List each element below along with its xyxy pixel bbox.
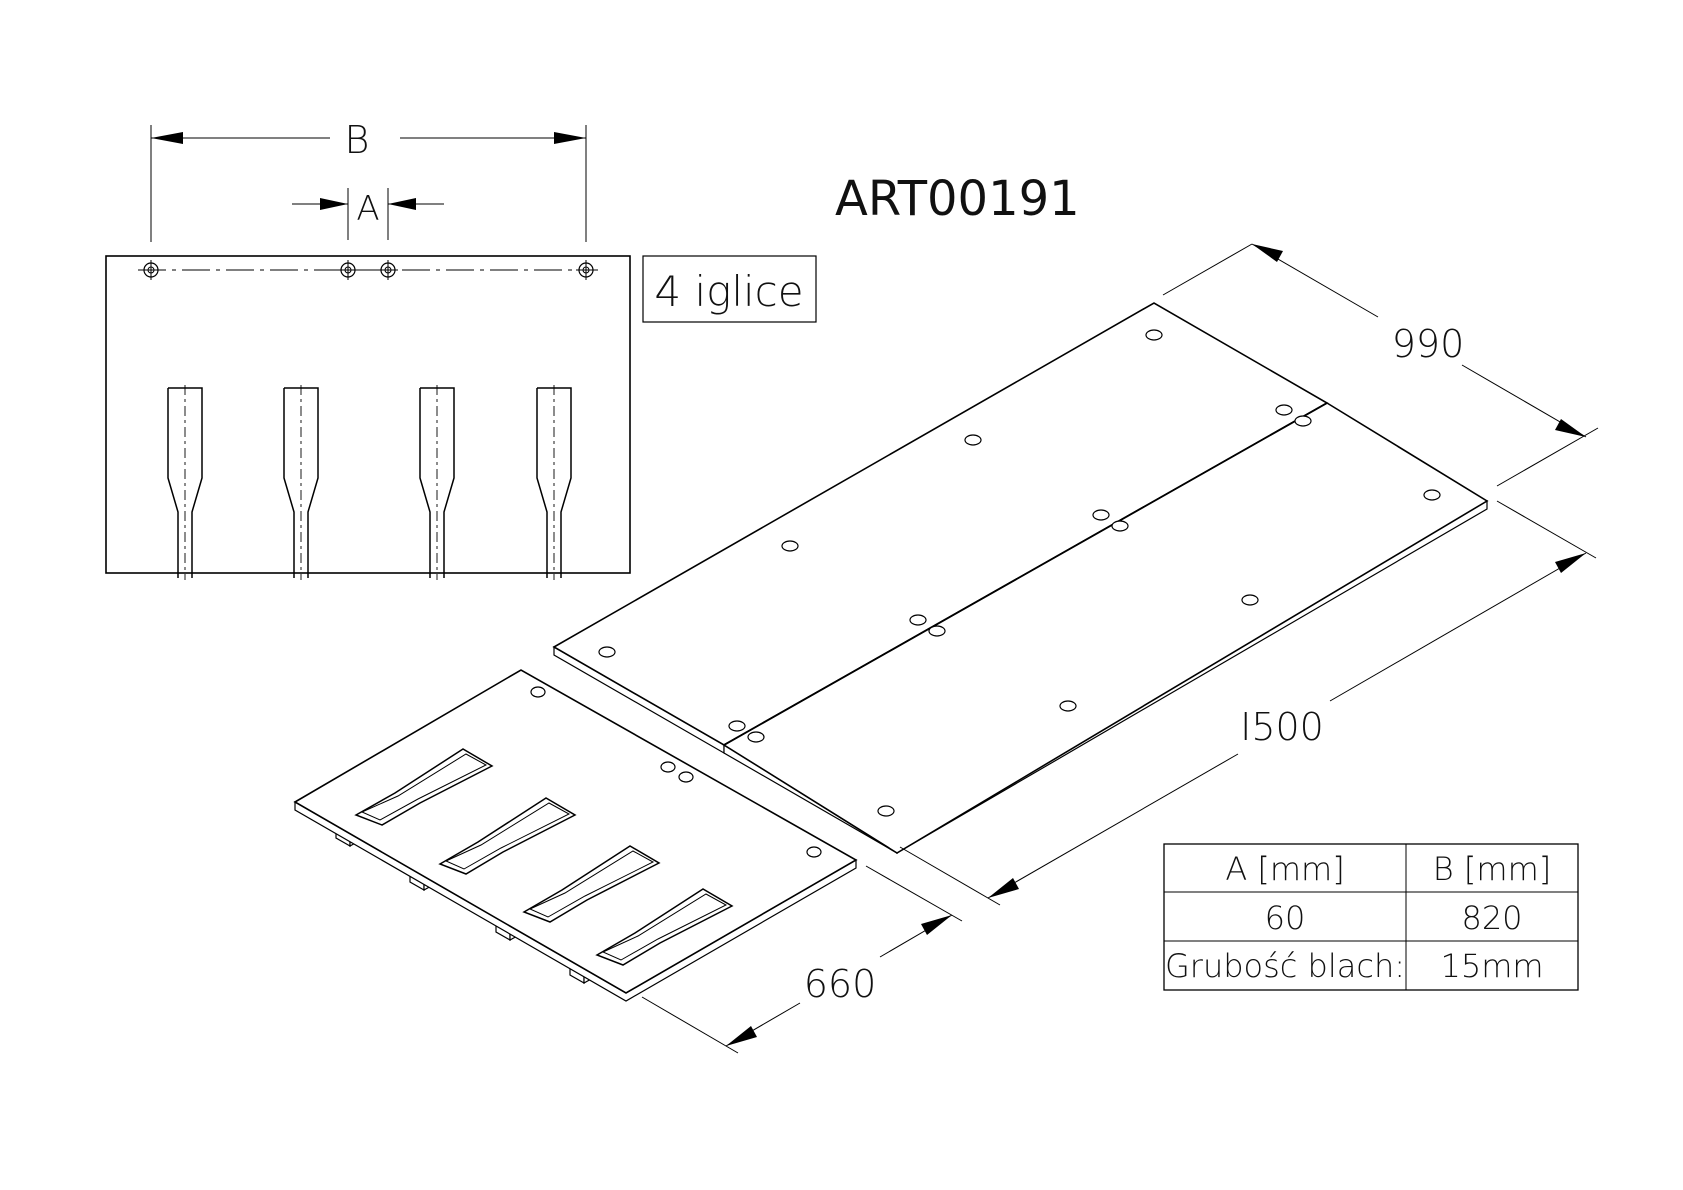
- dimension-660-label: 660: [804, 962, 877, 1006]
- plate-hole: [747, 731, 765, 743]
- needle-slot-iso: [522, 845, 661, 923]
- top-view-hole: [576, 260, 596, 280]
- needle-slot-iso: [438, 797, 577, 875]
- drawing-title: ART00191: [835, 171, 1080, 227]
- dimension-a: A: [292, 188, 444, 240]
- plate-hole: [530, 686, 546, 698]
- plate-hole: [928, 625, 946, 637]
- dimension-990: 990: [1162, 243, 1599, 487]
- needle-slot-iso: [354, 748, 494, 826]
- plate-hole: [964, 434, 982, 446]
- plate-hole: [660, 761, 676, 773]
- table-value-b: 820: [1461, 899, 1522, 937]
- plate-hole: [1059, 700, 1077, 712]
- plate-hole: [781, 540, 799, 552]
- table-header-a: A [mm]: [1225, 850, 1344, 888]
- plate-hole: [678, 771, 694, 783]
- needle-slot-iso: [595, 888, 734, 966]
- needle-count-label: 4 iglice: [654, 267, 803, 316]
- iso-large-plate: [552, 302, 1489, 855]
- plate-hole: [1294, 415, 1312, 427]
- dimensions-table: A [mm] B [mm] 60 820 Grubość blach: 15mm: [1163, 843, 1579, 991]
- plate-hole: [598, 646, 616, 658]
- top-view-hole: [378, 260, 398, 280]
- top-view-hole: [338, 260, 358, 280]
- plate-hole: [1111, 520, 1129, 532]
- needle-slot: [283, 385, 319, 580]
- table-thickness-label: Grubość blach:: [1165, 947, 1405, 985]
- needle-count-box: 4 iglice: [642, 255, 817, 323]
- plate-hole: [1423, 489, 1441, 501]
- dimension-b: B: [150, 118, 587, 242]
- plate-hole: [909, 614, 927, 626]
- table-value-a: 60: [1265, 899, 1306, 937]
- top-view: B A: [105, 118, 631, 580]
- plate-hole: [1145, 329, 1163, 341]
- needle-slot: [419, 385, 455, 580]
- dimension-a-label: A: [356, 189, 379, 229]
- plate-hole: [877, 805, 895, 817]
- plate-hole: [806, 846, 822, 858]
- table-thickness-value: 15mm: [1440, 947, 1543, 985]
- dimension-990-label: 990: [1392, 322, 1465, 366]
- needle-slot: [536, 385, 572, 580]
- dimension-1500: I500: [899, 500, 1597, 906]
- plate-hole: [1275, 404, 1293, 416]
- top-view-plate: [105, 255, 631, 574]
- dimension-660: 660: [641, 865, 963, 1054]
- dimension-1500-label: I500: [1240, 705, 1324, 749]
- top-view-hole: [141, 260, 161, 280]
- plate-hole: [1241, 594, 1259, 606]
- plate-hole: [1092, 509, 1110, 521]
- dimension-b-label: B: [345, 118, 370, 162]
- plate-hole: [728, 720, 746, 732]
- iso-small-plate: [293, 669, 858, 1002]
- table-header-b: B [mm]: [1433, 850, 1551, 888]
- needle-slot: [167, 385, 203, 580]
